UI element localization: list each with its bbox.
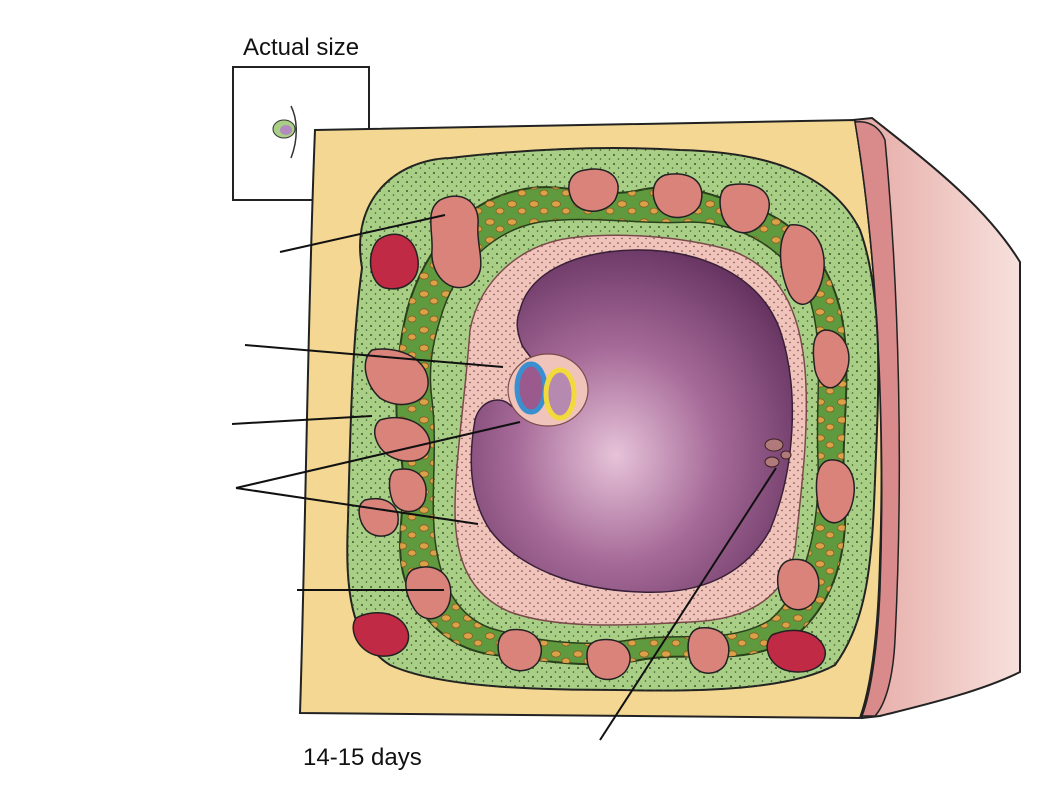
connecting-region: [764, 438, 792, 468]
leader-decidua: [279, 214, 446, 253]
leader-syncytiotrophoblast: [231, 415, 373, 425]
leader-extraembryonic-mesoderm-upper: [235, 421, 521, 489]
lacunae: [358, 168, 855, 681]
inset-title: Actual size: [243, 34, 360, 61]
bilaminar-disc: [507, 353, 589, 427]
leader-extraembryonic-mesoderm-lower: [235, 487, 479, 525]
epiblast-layer: [514, 361, 548, 415]
leader-connecting-region: [599, 467, 777, 741]
stage-caption: 14-15 days: [303, 744, 422, 771]
hypoblast-layer: [543, 367, 577, 421]
leader-bilaminar-disc: [244, 344, 504, 368]
maternal-vessels: [352, 233, 826, 673]
